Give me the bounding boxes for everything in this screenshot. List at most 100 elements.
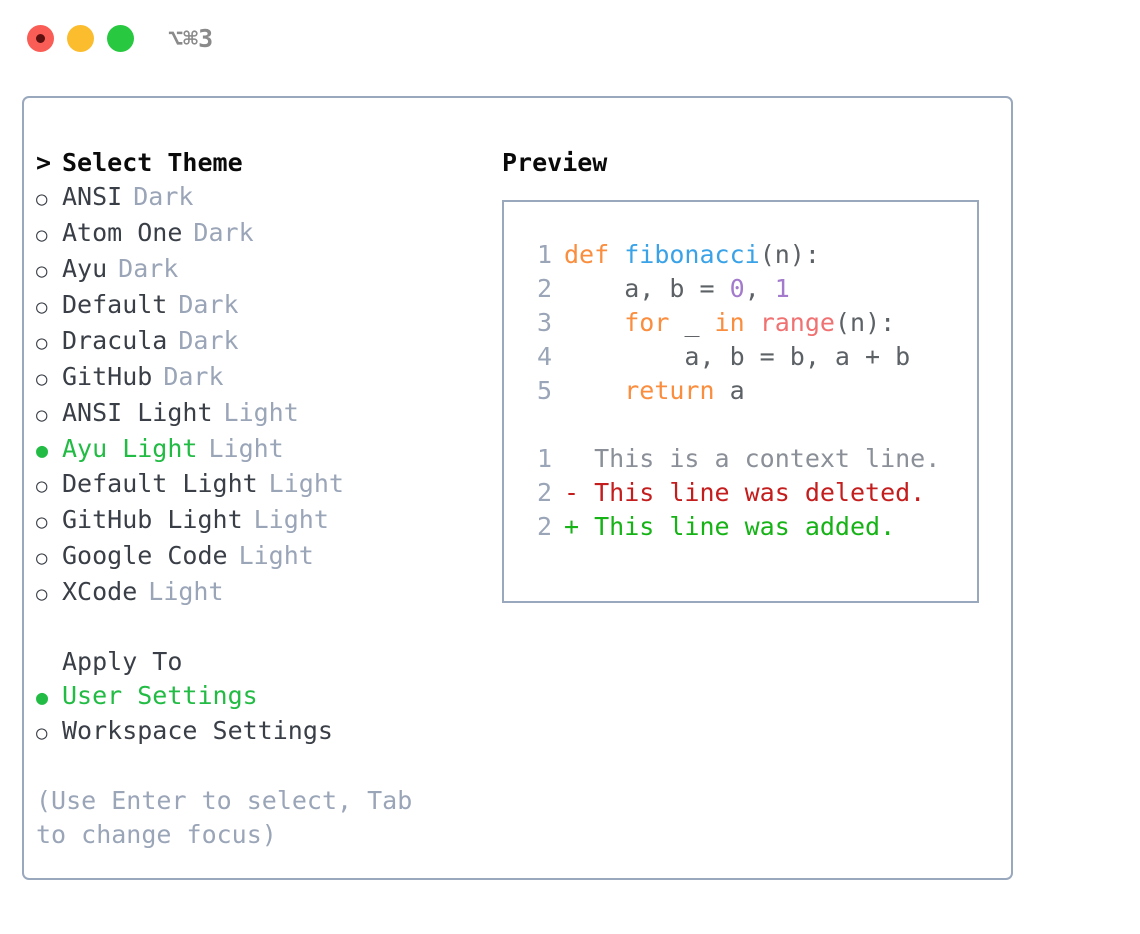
code-token-punc: (n): <box>834 308 896 337</box>
keyboard-hint-text: (Use Enter to select, Tab to change focu… <box>36 786 413 849</box>
diff-line-number: 1 <box>536 444 552 473</box>
code-token-plain <box>564 308 624 337</box>
theme-option-label: GitHub Light <box>62 505 243 534</box>
apply-to-option-list: ●User Settings ○ Workspace Settings <box>36 679 496 750</box>
theme-option-tag: Dark <box>178 326 239 355</box>
keyboard-shortcut-label: ⌥⌘3 <box>168 24 214 53</box>
theme-option-label: ANSI <box>62 182 123 211</box>
code-token-punc: (n): <box>759 240 820 269</box>
diff-line-text: + This line was added. <box>564 512 896 541</box>
code-line: 4 a, b = b, a + b <box>518 340 977 374</box>
code-line-text: return a <box>564 374 744 408</box>
theme-option-tag: Light <box>253 505 329 534</box>
code-token-fn: fibonacci <box>624 240 760 269</box>
radio-selected-icon: ● <box>36 438 49 462</box>
theme-option-tag: Dark <box>193 218 254 247</box>
apply-to-heading: > Apply To <box>36 645 496 679</box>
diff-line-number: 2 <box>536 512 552 541</box>
diff-line-text: This is a context line. <box>564 444 941 473</box>
radio-unselected-icon: ○ <box>36 475 48 497</box>
radio-unselected-icon: ○ <box>36 368 48 390</box>
code-line-number: 2 <box>536 274 552 303</box>
theme-option-ansi[interactable]: ○ ANSI Dark <box>36 180 496 216</box>
code-token-plain: a, b = b, a + b <box>564 342 911 371</box>
radio-unselected-icon: ○ <box>36 260 48 282</box>
apply-to-heading-label: Apply To <box>62 647 183 676</box>
code-line-text: for _ in range(n): <box>564 306 895 340</box>
code-line-number: 3 <box>536 308 552 337</box>
diff-sample: 1 This is a context line.2- This line wa… <box>518 442 977 544</box>
radio-unselected-icon: ○ <box>36 188 48 210</box>
radio-unselected-icon: ○ <box>36 404 48 426</box>
minimize-button[interactable] <box>67 25 94 52</box>
code-line-text: a, b = b, a + b <box>564 340 910 374</box>
apply-to-option-label: User Settings <box>62 681 258 710</box>
theme-option-label: ANSI Light <box>62 398 213 427</box>
theme-option-default-light[interactable]: ○ Default Light Light <box>36 467 496 503</box>
theme-option-tag: Dark <box>118 254 179 283</box>
diff-line-ctx: 1 This is a context line. <box>518 442 977 476</box>
apply-to-caret-placeholder: > <box>36 645 62 679</box>
theme-option-tag: Light <box>208 434 284 463</box>
code-token-num: 0 <box>729 274 745 303</box>
theme-option-tag: Light <box>148 577 224 606</box>
theme-option-tag: Dark <box>178 290 239 319</box>
theme-option-label: Default <box>62 290 168 319</box>
apply-to-option-user-settings[interactable]: ●User Settings <box>36 679 496 714</box>
radio-unselected-icon: ○ <box>36 224 48 246</box>
code-token-bi: range <box>759 308 835 337</box>
theme-option-label: Ayu <box>62 254 108 283</box>
theme-option-label: Ayu Light <box>62 434 198 463</box>
focus-caret-icon: > <box>36 148 52 177</box>
theme-option-atom-one[interactable]: ○ Atom One Dark <box>36 216 496 252</box>
theme-option-tag: Dark <box>133 182 194 211</box>
code-token-kw: def <box>564 240 625 269</box>
theme-option-tag: Light <box>223 398 299 427</box>
theme-option-xcode[interactable]: ○ XCode Light <box>36 575 496 611</box>
diff-line-del: 2- This line was deleted. <box>518 476 977 510</box>
apply-to-option-workspace-settings[interactable]: ○ Workspace Settings <box>36 714 496 750</box>
preview-title: Preview <box>502 148 608 177</box>
theme-option-default[interactable]: ○ Default Dark <box>36 288 496 324</box>
select-theme-heading: > Select Theme <box>36 146 496 180</box>
radio-unselected-icon: ○ <box>36 583 48 605</box>
theme-option-label: Dracula <box>62 326 168 355</box>
theme-option-ayu[interactable]: ○ Ayu Dark <box>36 252 496 288</box>
theme-option-label: Default Light <box>62 469 258 498</box>
theme-option-ansi-light[interactable]: ○ ANSI Light Light <box>36 396 496 432</box>
radio-unselected-icon: ○ <box>36 332 48 354</box>
maximize-button[interactable] <box>107 25 134 52</box>
code-token-kw: in <box>714 308 760 337</box>
close-button[interactable] <box>27 25 54 52</box>
code-line-number: 4 <box>536 342 552 371</box>
theme-option-tag: Dark <box>163 362 224 391</box>
diff-line-text: - This line was deleted. <box>564 478 926 507</box>
theme-option-ayu-light[interactable]: ● Ayu Light Light <box>36 432 496 467</box>
theme-option-label: Atom One <box>62 218 183 247</box>
code-line-number: 5 <box>536 376 552 405</box>
code-line: 3 for _ in range(n): <box>518 306 977 340</box>
theme-option-dracula[interactable]: ○ Dracula Dark <box>36 324 496 360</box>
code-token-kw: return <box>624 376 730 405</box>
theme-option-github[interactable]: ○ GitHub Dark <box>36 360 496 396</box>
code-token-plain: a, b = <box>564 274 730 303</box>
theme-option-label: XCode <box>62 577 138 606</box>
apply-to-option-label: Workspace Settings <box>62 716 333 745</box>
code-token-kw: for <box>624 308 685 337</box>
radio-unselected-icon: ○ <box>36 296 48 318</box>
radio-unselected-icon: ○ <box>36 547 48 569</box>
radio-unselected-icon: ○ <box>36 722 48 744</box>
code-line: 2 a, b = 0, 1 <box>518 272 977 306</box>
theme-option-tag: Light <box>268 469 344 498</box>
theme-option-label: GitHub <box>62 362 153 391</box>
code-line: 5 return a <box>518 374 977 408</box>
code-token-plain <box>564 376 624 405</box>
